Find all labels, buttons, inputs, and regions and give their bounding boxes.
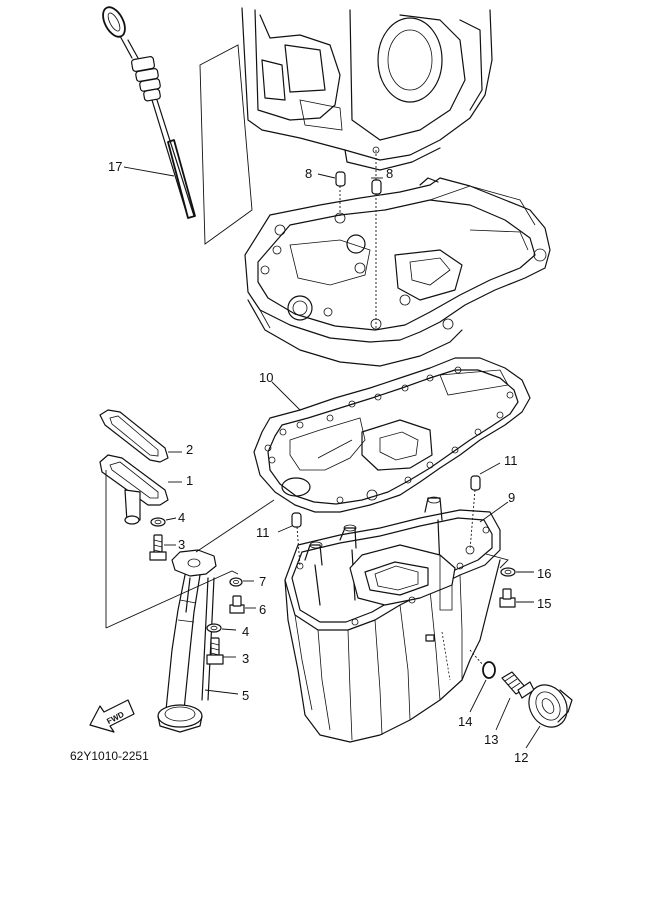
callout-15: 15 — [537, 596, 551, 611]
callout-17: 17 — [108, 159, 122, 174]
callout-1: 1 — [186, 473, 193, 488]
strainer-housing — [99, 454, 169, 525]
dowel-pin-11b — [291, 512, 302, 528]
callout-3a: 3 — [178, 537, 185, 552]
callout-13: 13 — [484, 732, 498, 747]
bolt-15 — [499, 588, 516, 608]
diagram-code: 62Y1010-2251 — [70, 749, 149, 763]
callout-8b: 8 — [386, 166, 393, 181]
callout-11b: 11 — [256, 525, 270, 540]
callout-7: 7 — [259, 574, 266, 589]
gasket — [253, 357, 531, 513]
engine-block-part — [241, 7, 493, 171]
callout-11a: 11 — [504, 453, 518, 468]
washer-4b — [206, 623, 222, 633]
callout-3b: 3 — [242, 651, 249, 666]
drain-plug — [501, 671, 535, 699]
oil-pan — [284, 496, 501, 743]
oil-pipe — [157, 549, 217, 733]
dipstick — [102, 6, 196, 219]
dowel-pin-8a — [335, 171, 346, 187]
forward-direction-marker: FWD — [89, 699, 135, 733]
callout-9: 9 — [508, 490, 515, 505]
bolt-6 — [229, 595, 245, 614]
callout-4a: 4 — [178, 510, 185, 525]
callout-14: 14 — [458, 714, 472, 729]
o-ring — [482, 661, 496, 679]
callout-12: 12 — [514, 750, 528, 765]
callout-16: 16 — [537, 566, 551, 581]
callout-4b: 4 — [242, 624, 249, 639]
dowel-pin-11a — [470, 475, 481, 491]
callout-10: 10 — [259, 370, 273, 385]
washer-16 — [500, 567, 516, 577]
callout-2: 2 — [186, 442, 193, 457]
bolt-3a — [149, 534, 167, 561]
drain-cap — [528, 684, 573, 728]
washer-4a — [150, 517, 166, 527]
strainer-gasket — [99, 409, 169, 463]
callout-6: 6 — [259, 602, 266, 617]
dowel-pin-8b — [371, 179, 382, 195]
callout-8a: 8 — [305, 166, 312, 181]
bolt-3b — [206, 637, 224, 665]
callout-5: 5 — [242, 688, 249, 703]
washer-7 — [229, 577, 243, 587]
upper-casing-plate — [244, 177, 551, 367]
